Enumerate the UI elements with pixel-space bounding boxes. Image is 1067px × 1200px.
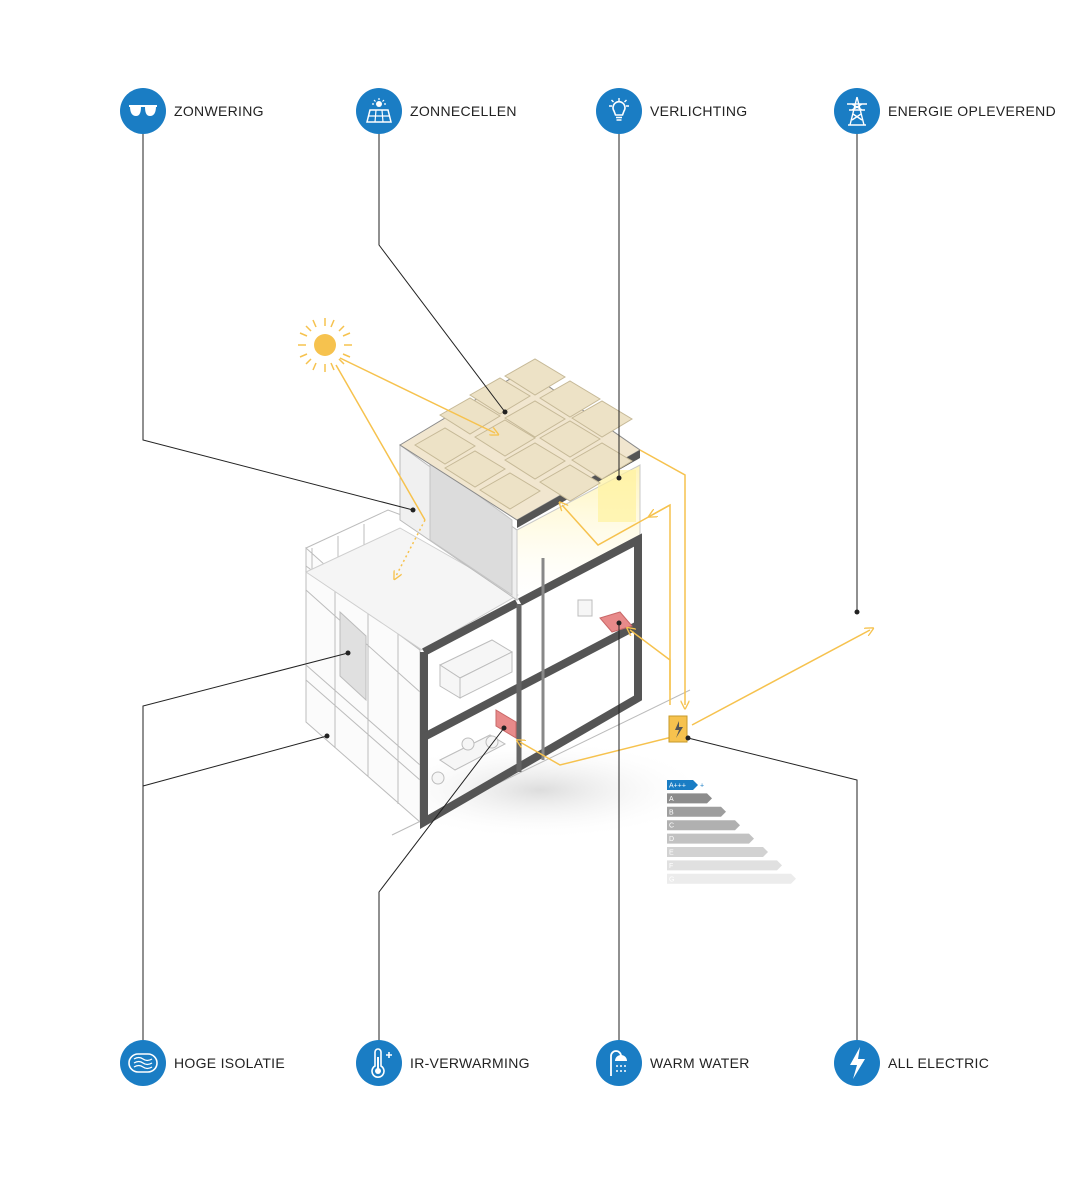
feature-all-electric: ALL ELECTRIC — [834, 1040, 989, 1086]
leader-lines — [142, 112, 858, 1058]
energy-class-label: A+++ — [669, 783, 686, 790]
electric-meter-box — [668, 715, 688, 743]
ir-heater-panel — [495, 709, 517, 739]
energy-class-bar — [667, 793, 712, 804]
feature-verlichting: VERLICHTING — [596, 88, 747, 134]
energy-class-label: F — [669, 863, 673, 870]
energy-flows — [520, 449, 870, 766]
leader-endpoints — [324, 409, 860, 741]
energy-class-label: A — [669, 796, 674, 803]
feature-label: ZONNECELLEN — [410, 103, 517, 119]
feature-label: HOGE ISOLATIE — [174, 1055, 285, 1071]
lightbulb-icon — [596, 88, 642, 134]
energy-class-bar — [667, 873, 796, 884]
upper-volume — [399, 444, 641, 601]
feature-label: IR-VERWARMING — [410, 1055, 530, 1071]
energy-class-label: E — [669, 850, 674, 857]
feature-warm-water: WARM WATER — [596, 1040, 750, 1086]
feature-label: VERLICHTING — [650, 103, 748, 119]
energy-class-label: C — [669, 823, 674, 830]
energy-class-plus: + — [700, 783, 704, 790]
feature-label: ALL ELECTRIC — [888, 1055, 990, 1071]
feature-label: ZONWERING — [174, 103, 264, 119]
energy-class-bar — [667, 806, 726, 817]
house-left-facade — [305, 509, 421, 824]
warm-water-unit — [599, 611, 633, 633]
feature-ir-verwarming: IR-VERWARMING — [356, 1040, 530, 1086]
insulation-icon — [120, 1040, 166, 1086]
feature-zonnecellen: ZONNECELLEN — [356, 88, 517, 134]
shower-icon — [596, 1040, 642, 1086]
power-pylon-icon — [834, 88, 880, 134]
energy-class-bar — [667, 780, 698, 790]
feature-energie-opleverend: ENERGIE OPLEVEREND — [834, 88, 1056, 134]
interior-furniture — [431, 599, 593, 785]
energy-class-label: G — [669, 876, 674, 883]
thermometer-icon — [356, 1040, 402, 1086]
feature-label: WARM WATER — [650, 1055, 750, 1071]
sunlight-flows — [335, 357, 495, 576]
feature-zonwering: ZONWERING — [120, 88, 264, 134]
energy-class-label: B — [669, 809, 674, 816]
energy-class-bar — [667, 847, 768, 857]
house-section-walls — [420, 533, 642, 829]
feature-hoge-isolatie: HOGE ISOLATIE — [120, 1040, 285, 1086]
solar-panel-icon — [356, 88, 402, 134]
energy-class-bar — [667, 833, 754, 844]
feature-label: ENERGIE OPLEVEREND — [888, 103, 1056, 119]
lightning-icon — [834, 1040, 880, 1086]
sun-icon — [298, 318, 352, 372]
energy-class-label: D — [669, 836, 674, 843]
sunglasses-icon — [120, 88, 166, 134]
energy-class-bar — [667, 860, 782, 871]
energy-class-bar — [667, 820, 740, 831]
